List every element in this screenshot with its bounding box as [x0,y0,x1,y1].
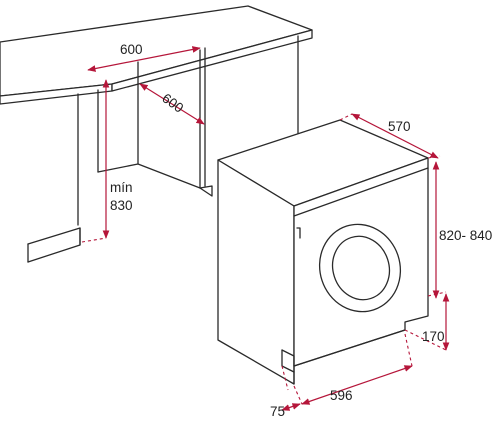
dim-plinth-height: 170 [404,293,450,351]
dim-plinth-setback: 75 [270,365,301,419]
label-plinth-setback: 75 [270,404,285,419]
label-plinth-height: 170 [422,329,445,344]
dim-machine-width: 596 [293,333,413,405]
label-machine-depth: 570 [388,119,411,134]
label-min-height-1: mín [110,180,133,195]
label-min-height-2: 830 [110,198,133,213]
label-counter-depth: 600 [159,90,186,115]
door-outer [318,223,402,313]
washing-machine [217,119,429,385]
label-machine-height: 820- 840 [439,228,492,243]
label-machine-width: 596 [330,388,353,403]
worktop [0,5,313,105]
dim-machine-height: 820- 840 [427,161,492,299]
dim-min-height: mín 830 [81,79,133,243]
dim-counter-width: 600 [87,42,201,72]
door-inner [331,235,391,301]
dim-machine-depth: 570 [339,113,441,159]
label-counter-width: 600 [120,42,143,57]
dim-counter-depth: 600 [139,83,205,125]
